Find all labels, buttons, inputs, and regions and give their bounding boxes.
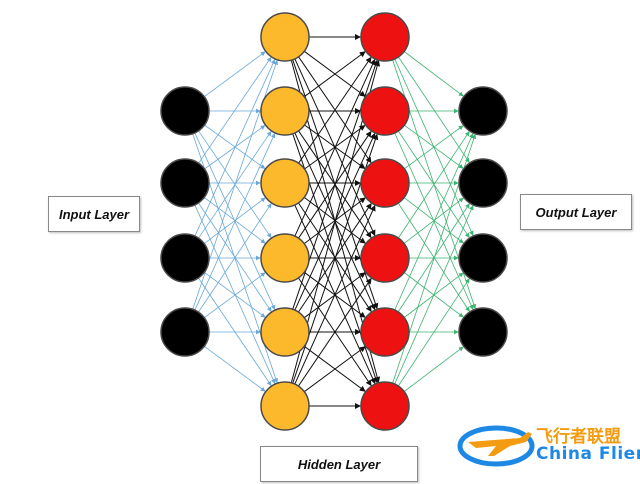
- neuron-hidden1-6: [260, 381, 310, 431]
- neuron-hidden2-4: [360, 233, 410, 283]
- connection-hidden2-1-to-output-1: [404, 124, 464, 169]
- connection-input-3-to-hidden1-2: [198, 203, 272, 313]
- connection-input-2-to-hidden1-4: [204, 271, 266, 318]
- connection-input-3-to-hidden1-3: [204, 272, 266, 319]
- hidden-layer-label: Hidden Layer: [260, 446, 418, 482]
- neurons: [160, 12, 508, 431]
- connection-hidden2-2-to-output-0: [404, 125, 464, 170]
- neuron-hidden2-2: [360, 86, 410, 136]
- neuron-hidden2-6: [360, 381, 410, 431]
- neuron-output-3: [458, 233, 508, 283]
- connection-hidden2-5-to-output-3: [403, 346, 464, 392]
- watermark-chinese-text: 飞行者联盟: [536, 427, 621, 447]
- neuron-input-1: [160, 86, 210, 136]
- connection-hidden2-0-to-output-1: [398, 56, 470, 163]
- connections: [192, 34, 477, 409]
- neuron-input-4: [160, 307, 210, 357]
- connection-hidden1-5-to-hidden2-4: [304, 346, 366, 393]
- connection-input-0-to-hidden1-2: [204, 124, 266, 169]
- neuron-hidden1-1: [260, 12, 310, 62]
- neuron-hidden1-4: [260, 233, 310, 283]
- connection-input-2-to-hidden1-2: [203, 197, 266, 244]
- connection-hidden2-5-to-output-1: [394, 205, 474, 385]
- neuron-hidden2-5: [360, 307, 410, 357]
- connection-hidden2-5-to-output-2: [397, 278, 470, 387]
- connection-hidden2-0-to-output-0: [403, 51, 464, 97]
- neuron-output-4: [458, 307, 508, 357]
- connection-hidden2-4-to-output-0: [394, 133, 474, 311]
- connection-hidden1-5-to-hidden2-3: [297, 277, 372, 387]
- neuron-hidden2-3: [360, 158, 410, 208]
- input-layer-label: Input Layer: [48, 196, 140, 232]
- connection-input-1-to-hidden1-1: [204, 125, 266, 170]
- connection-hidden2-2-to-output-3: [397, 202, 470, 312]
- neuron-hidden1-2: [260, 86, 310, 136]
- connection-input-0-to-hidden1-3: [198, 130, 272, 238]
- watermark: 飞行者联盟 China Flier: [432, 414, 640, 474]
- input-layer-label-text: Input Layer: [58, 206, 130, 222]
- connection-input-3-to-hidden1-5: [204, 345, 266, 392]
- airplane-logo-icon: [457, 425, 535, 467]
- hidden-layer-label-text: Hidden Layer: [297, 456, 381, 472]
- neuron-input-2: [160, 158, 210, 208]
- connection-input-2-to-hidden1-0: [194, 59, 276, 237]
- neuron-hidden2-1: [360, 12, 410, 62]
- connection-hidden2-3-to-output-1: [403, 197, 464, 244]
- output-layer-label-text: Output Layer: [535, 204, 617, 220]
- connection-hidden1-1-to-hidden2-0: [304, 51, 366, 98]
- neuron-output-1: [458, 86, 508, 136]
- connection-hidden2-3-to-output-0: [397, 131, 470, 239]
- neuron-hidden1-5: [260, 307, 310, 357]
- connection-input-1-to-hidden1-3: [203, 197, 266, 244]
- connection-hidden2-4-to-output-1: [397, 203, 470, 313]
- connection-hidden1-3-to-hidden2-2: [303, 197, 366, 245]
- connection-hidden1-2-to-hidden2-0: [298, 56, 372, 164]
- connection-input-3-to-hidden1-1: [194, 133, 276, 311]
- connection-input-1-to-hidden1-0: [198, 56, 272, 164]
- connection-hidden1-3-to-hidden2-0: [294, 58, 376, 237]
- watermark-english-text: China Flier: [536, 444, 640, 464]
- neuron-input-3: [160, 233, 210, 283]
- output-layer-label: Output Layer: [520, 194, 632, 230]
- connection-hidden2-2-to-output-2: [403, 197, 464, 244]
- neuron-hidden1-3: [260, 158, 310, 208]
- connection-hidden1-5-to-hidden2-2: [294, 204, 376, 385]
- connection-input-0-to-hidden1-0: [204, 51, 266, 98]
- connection-hidden2-1-to-output-2: [397, 130, 470, 238]
- neuron-output-2: [458, 158, 508, 208]
- connection-input-2-to-hidden1-5: [198, 277, 272, 386]
- connection-input-1-to-hidden1-5: [194, 204, 276, 384]
